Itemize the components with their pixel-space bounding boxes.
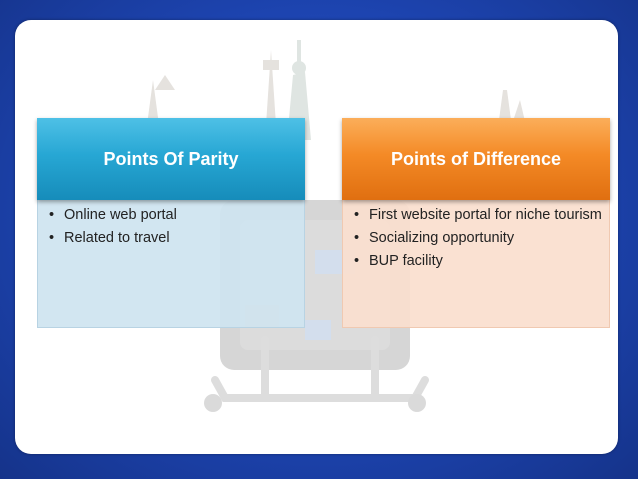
list-item: BUP facility (354, 252, 603, 270)
points-of-difference-heading: Points of Difference (342, 118, 610, 200)
points-of-parity-column: Points Of Parity Online web portal Relat… (37, 118, 305, 328)
list-item: Related to travel (49, 229, 298, 247)
list-item: Socializing opportunity (354, 229, 603, 247)
list-item: First website portal for niche tourism (354, 206, 603, 224)
points-of-difference-column: Points of Difference First website porta… (342, 118, 610, 328)
points-of-parity-heading: Points Of Parity (37, 118, 305, 200)
points-of-parity-list: Online web portal Related to travel (37, 200, 305, 328)
list-item: Online web portal (49, 206, 298, 224)
points-of-difference-list: First website portal for niche tourism S… (342, 200, 610, 328)
slide: Points Of Parity Online web portal Relat… (15, 20, 618, 454)
